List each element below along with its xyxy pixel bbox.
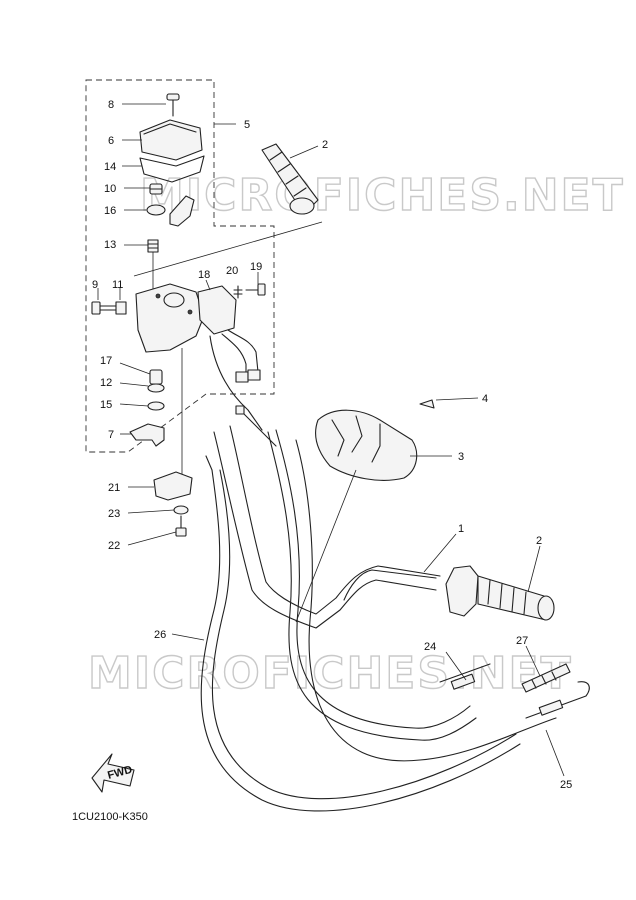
callout-18: 18 bbox=[198, 269, 210, 281]
callout-24: 24 bbox=[424, 641, 436, 653]
callout-25: 25 bbox=[560, 779, 572, 791]
bolt-part-22 bbox=[175, 515, 187, 537]
washer-part-15 bbox=[147, 401, 165, 411]
watermark-top: MICROFICHES.NET bbox=[140, 170, 625, 221]
switch-part-18 bbox=[197, 285, 261, 383]
callout-16: 16 bbox=[104, 205, 116, 217]
callout-8: 8 bbox=[108, 99, 114, 111]
washer-bracket-part-16 bbox=[146, 195, 195, 227]
callout-19: 19 bbox=[250, 261, 262, 273]
gasket-part-14 bbox=[139, 155, 205, 183]
callout-26: 26 bbox=[154, 629, 166, 641]
callout-27: 27 bbox=[516, 635, 528, 647]
callout-23: 23 bbox=[108, 508, 120, 520]
cable-part-25 bbox=[295, 439, 590, 762]
screw-part-19 bbox=[245, 283, 266, 296]
callout-20: 20 bbox=[226, 265, 238, 277]
callout-13: 13 bbox=[104, 239, 116, 251]
callout-21: 21 bbox=[108, 482, 120, 494]
callout-22: 22 bbox=[108, 540, 120, 552]
grip-part-2-top bbox=[261, 143, 319, 215]
callout-9: 9 bbox=[92, 279, 98, 291]
throttle-assembly-right bbox=[445, 565, 479, 617]
spring-part-13 bbox=[147, 239, 159, 253]
handlebar-cover-part-3 bbox=[315, 409, 418, 481]
callout-2-top: 2 bbox=[322, 139, 328, 151]
washer-part-23 bbox=[173, 505, 189, 515]
switch-cover-part-6 bbox=[139, 119, 203, 161]
assembly-boundary bbox=[85, 79, 275, 453]
callout-3: 3 bbox=[458, 451, 464, 463]
callout-11: 11 bbox=[112, 279, 123, 291]
switch-cable bbox=[209, 335, 263, 431]
grip-part-2-right bbox=[477, 575, 555, 621]
callout-4: 4 bbox=[482, 393, 488, 405]
lever-part-7 bbox=[129, 423, 165, 447]
bolt-part-9 bbox=[91, 301, 119, 315]
callout-15: 15 bbox=[100, 399, 112, 411]
washer-part-12 bbox=[147, 383, 165, 393]
nut-part-10 bbox=[149, 183, 163, 195]
callout-12: 12 bbox=[100, 377, 112, 389]
spring-part-20 bbox=[233, 285, 243, 299]
clamp-part-21 bbox=[153, 471, 193, 501]
clip-part-4 bbox=[419, 399, 435, 409]
cable-part-26 bbox=[200, 455, 521, 812]
callout-10: 10 bbox=[104, 183, 116, 195]
callout-7: 7 bbox=[108, 429, 114, 441]
fwd-arrow-icon: FWD bbox=[91, 753, 135, 793]
callout-1: 1 bbox=[458, 523, 464, 535]
diagram-code: 1CU2100-K350 bbox=[72, 811, 148, 823]
throttle-housing bbox=[135, 283, 205, 353]
spring-part-27 bbox=[521, 663, 571, 693]
callout-5: 5 bbox=[244, 119, 250, 131]
cable-part-24 bbox=[267, 429, 491, 741]
callout-6: 6 bbox=[108, 135, 114, 147]
screw-part-8 bbox=[166, 93, 180, 117]
pin-part-11 bbox=[115, 301, 127, 315]
callout-14: 14 bbox=[104, 161, 116, 173]
handlebar-part-1 bbox=[213, 425, 441, 629]
bush-part-17 bbox=[149, 369, 163, 385]
callout-2-right: 2 bbox=[536, 535, 542, 547]
watermark-bottom: MICROFICHES.NET bbox=[88, 648, 573, 699]
callout-17: 17 bbox=[100, 355, 112, 367]
